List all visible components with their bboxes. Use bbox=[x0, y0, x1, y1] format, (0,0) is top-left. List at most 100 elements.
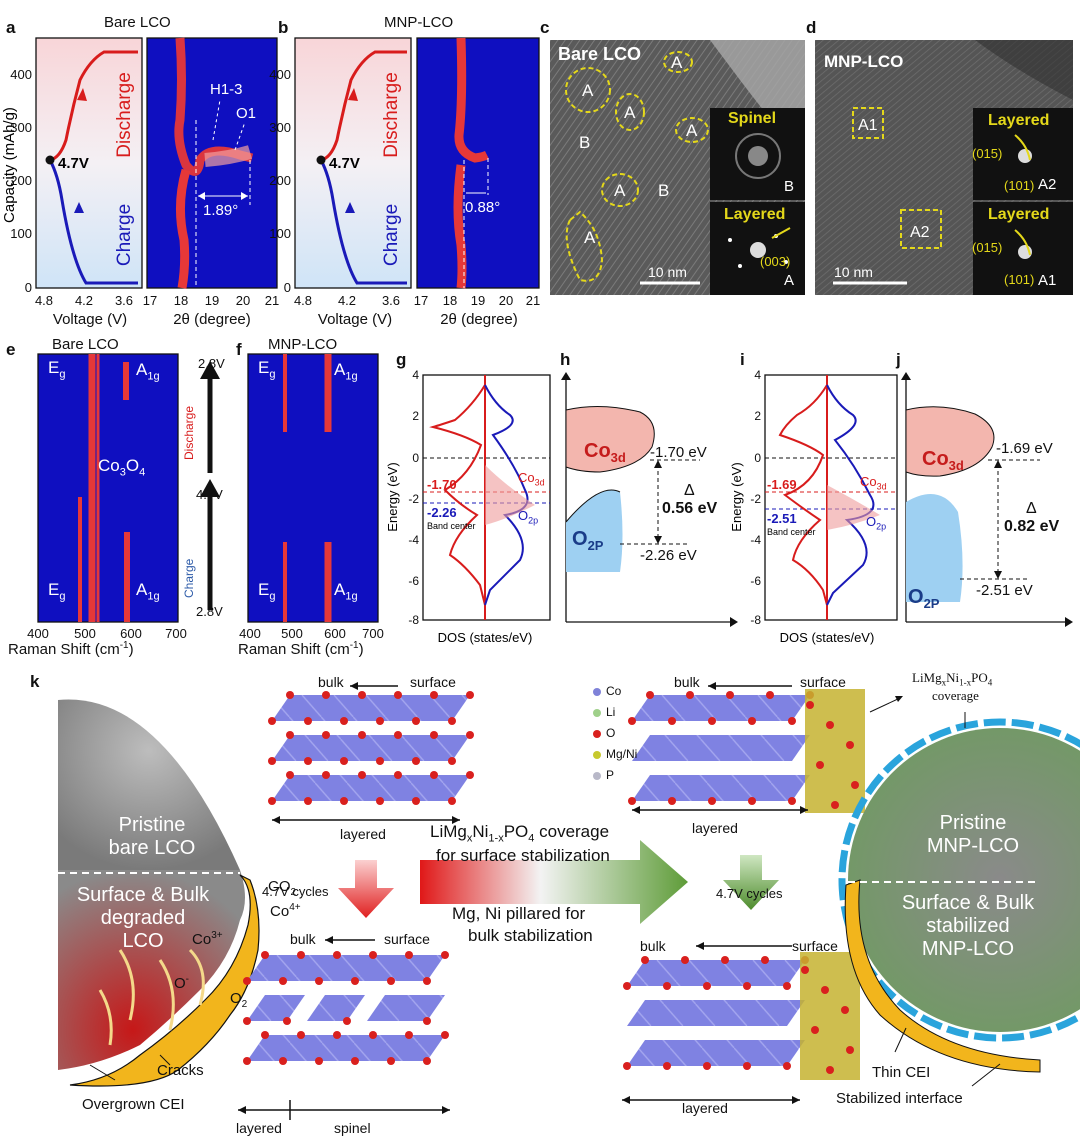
index-101: (101) bbox=[1004, 272, 1035, 287]
ytick: -6 bbox=[408, 574, 419, 588]
panel-d-tem bbox=[815, 40, 1073, 295]
x-axis-label: DOS (states/eV) bbox=[438, 630, 533, 645]
ytick: 400 bbox=[269, 67, 291, 82]
ytick: -2 bbox=[750, 492, 761, 506]
index-015: (015) bbox=[972, 240, 1003, 255]
schematic-k bbox=[58, 682, 1080, 1120]
panel-c-tem bbox=[550, 40, 805, 295]
co3d-label: Co3d bbox=[518, 470, 545, 488]
scale-bar-label: 10 nm bbox=[648, 264, 687, 280]
panel-label-i: i bbox=[740, 350, 745, 369]
shift-label: 0.88° bbox=[465, 199, 500, 216]
ytick: 300 bbox=[269, 120, 291, 135]
co3d-label: Co3d bbox=[860, 474, 887, 492]
ytick: 0 bbox=[412, 451, 419, 465]
region-a2: A2 bbox=[910, 224, 930, 241]
panel-b-title: MNP-LCO bbox=[384, 14, 454, 31]
ytick: 2 bbox=[754, 409, 761, 423]
fft-a1: A1 bbox=[1038, 272, 1057, 289]
xtick: 3.6 bbox=[115, 293, 133, 308]
h-e2: -2.26 eV bbox=[640, 547, 697, 564]
k-stabilized-interface: Stabilized interface bbox=[836, 1090, 963, 1107]
xtick: 18 bbox=[443, 293, 457, 308]
panel-a-plot: 0 100 200 300 400 4.8 4.2 3.6 17 18 19 2… bbox=[1, 37, 279, 328]
panel-f-title: MNP-LCO bbox=[268, 336, 338, 353]
k-layered-bottom-left: layered bbox=[236, 1120, 282, 1136]
k-surface-top-right: surface bbox=[800, 674, 846, 690]
point-label: 4.7V bbox=[329, 155, 360, 172]
arrow-bottom-label: 2.8V bbox=[196, 604, 223, 619]
ytick: 200 bbox=[10, 173, 32, 188]
xtick: 18 bbox=[174, 293, 188, 308]
panel-h-band bbox=[561, 372, 738, 627]
region-a: A bbox=[614, 181, 626, 200]
k-layered-bottom-right: layered bbox=[682, 1100, 728, 1116]
k-coverage-line2: for surface stabilization bbox=[436, 846, 610, 865]
legend-p: P bbox=[606, 768, 615, 782]
j-e1: -1.69 eV bbox=[996, 440, 1053, 457]
y-axis-label: Capacity (mAh/g) bbox=[1, 107, 18, 223]
discharge-curve bbox=[49, 50, 138, 162]
y-axis-label: Energy (eV) bbox=[385, 462, 400, 531]
k-surface-bottom-left: surface bbox=[384, 931, 430, 947]
co3d-center: -1.70 bbox=[427, 477, 457, 492]
xtick: 4.8 bbox=[35, 293, 53, 308]
k-pillar-line1: Mg, Ni pillared for bbox=[452, 904, 586, 923]
legend-co: Co bbox=[606, 684, 622, 698]
x-axis-label: Voltage (V) bbox=[318, 311, 392, 328]
k-lmnp-coverage: LiMgxNi1-xPO4 bbox=[912, 670, 993, 688]
layered-label: Layered bbox=[724, 206, 786, 223]
j-e2: -2.51 eV bbox=[976, 582, 1033, 599]
charge-label: Charge bbox=[114, 204, 135, 266]
region-a1: A1 bbox=[858, 117, 878, 134]
layered-label: Layered bbox=[988, 112, 1050, 129]
band-center-label: Band center bbox=[427, 521, 476, 531]
x-axis-label: DOS (states/eV) bbox=[780, 630, 875, 645]
point-4.7v bbox=[45, 155, 55, 165]
panel-label-e: e bbox=[6, 340, 16, 359]
k-overgrown-cei: Overgrown CEI bbox=[82, 1096, 185, 1113]
eg-label: Eg bbox=[258, 358, 276, 381]
panel-label-d: d bbox=[806, 18, 817, 37]
o1-label: O1 bbox=[236, 105, 256, 122]
x-axis-label: Voltage (V) bbox=[53, 311, 127, 328]
xtick: 400 bbox=[239, 626, 261, 641]
panel-label-h: h bbox=[560, 350, 571, 369]
xtick: 700 bbox=[165, 626, 187, 641]
xtick: 17 bbox=[143, 293, 157, 308]
o2p-label: O2p bbox=[518, 508, 539, 526]
charge-curve bbox=[48, 159, 138, 285]
xtick: 4.2 bbox=[338, 293, 356, 308]
panel-label-c: c bbox=[540, 18, 550, 37]
panel-e-title: Bare LCO bbox=[52, 336, 119, 353]
fft-b: B bbox=[784, 178, 795, 195]
j-o2p-label: O2P bbox=[908, 586, 940, 611]
k-bulk-bottom-right: bulk bbox=[640, 938, 666, 954]
ytick: -4 bbox=[750, 533, 761, 547]
k-o2: O2 bbox=[230, 990, 248, 1010]
region-a: A bbox=[671, 53, 683, 72]
x-axis-label: 2θ (degree) bbox=[440, 311, 518, 328]
region-a: A bbox=[686, 121, 698, 140]
fft-a2: A2 bbox=[1038, 176, 1057, 193]
eg-label: Eg bbox=[258, 580, 276, 603]
ytick: 200 bbox=[269, 173, 291, 188]
ytick: 0 bbox=[754, 451, 761, 465]
arrow-mid-label: 4.7V bbox=[196, 487, 223, 502]
j-co3d-label: Co3d bbox=[922, 448, 964, 473]
k-spinel-label: spinel bbox=[334, 1120, 371, 1136]
xtick: 4.8 bbox=[294, 293, 312, 308]
layered-label: Layered bbox=[988, 206, 1050, 223]
region-b: B bbox=[658, 181, 670, 200]
j-delta-value: 0.82 eV bbox=[1004, 518, 1060, 535]
k-thin-cei: Thin CEI bbox=[872, 1064, 931, 1081]
ytick: 4 bbox=[412, 368, 419, 382]
legend-mgni: Mg/Ni bbox=[606, 747, 638, 761]
a1g-label: A1g bbox=[334, 580, 358, 603]
xtick: 500 bbox=[74, 626, 96, 641]
h-o2p-label: O2P bbox=[572, 528, 604, 553]
o2p-center: -2.26 bbox=[427, 505, 457, 520]
fft-a: A bbox=[784, 272, 795, 289]
xtick: 600 bbox=[324, 626, 346, 641]
